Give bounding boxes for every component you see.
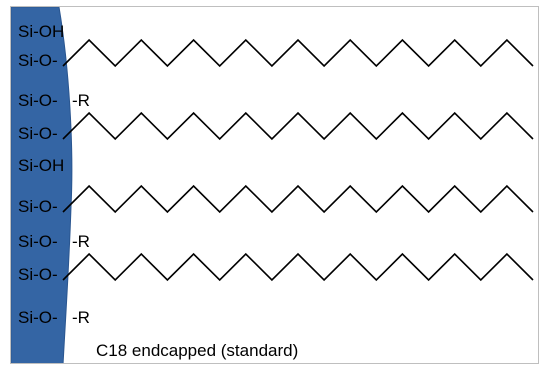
- surface-group-label: Si-OH: [18, 22, 64, 41]
- silica-surface: [11, 7, 73, 363]
- endcap-r-label: -R: [72, 232, 90, 251]
- c18-endcapped-diagram: Si-OH Si-O- Si-O- -R Si-O- Si-OH Si-O- S…: [11, 7, 534, 363]
- diagram-caption: C18 endcapped (standard): [96, 341, 298, 360]
- endcap-r-label: -R: [72, 308, 90, 327]
- c18-chain-1: [62, 38, 534, 68]
- diagram-frame: Si-OH Si-O- Si-O- -R Si-O- Si-OH Si-O- S…: [10, 6, 539, 364]
- endcap-r-label: -R: [72, 91, 90, 110]
- surface-group-label: Si-O-: [18, 91, 58, 110]
- c18-chain-3: [62, 184, 534, 214]
- surface-group-label: Si-OH: [18, 156, 64, 175]
- surface-group-label: Si-O-: [18, 265, 58, 284]
- surface-group-label: Si-O-: [18, 308, 58, 327]
- surface-group-label: Si-O-: [18, 124, 58, 143]
- c18-chain-2: [62, 111, 534, 141]
- surface-group-label: Si-O-: [18, 197, 58, 216]
- surface-group-label: Si-O-: [18, 232, 58, 251]
- surface-group-label: Si-O-: [18, 51, 58, 70]
- c18-chain-4: [62, 252, 534, 282]
